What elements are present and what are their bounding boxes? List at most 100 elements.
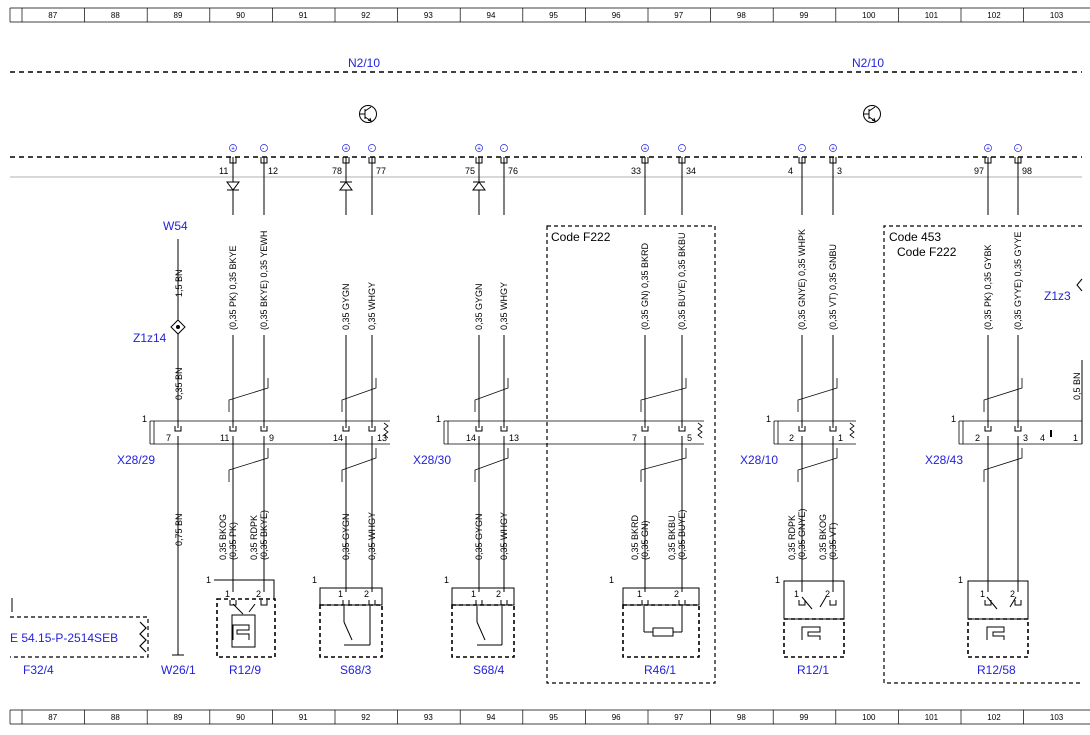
polarity-label: -: [370, 146, 373, 153]
ruler-number: 87: [48, 713, 57, 722]
ruler-number: 100: [862, 713, 876, 722]
ruler-number: 88: [111, 713, 120, 722]
module-pin-mark: [342, 157, 350, 164]
connector-pin-label: 9: [269, 433, 274, 443]
wire-label: 0,35 GYGN: [474, 513, 484, 560]
wire-label: (0,35 GN) 0,35 BKRD: [640, 242, 650, 330]
connector-pin-mark: [260, 426, 268, 432]
polarity-icon: [342, 144, 350, 152]
polarity-icon: [1014, 144, 1022, 152]
component-pin-label: 2: [364, 589, 369, 599]
polarity-icon: [500, 144, 508, 152]
wire-label: 0,35 GYGN: [474, 283, 484, 330]
polarity-label: +: [477, 146, 481, 153]
ruler-number: 92: [361, 713, 370, 722]
code-f222-box: [546, 225, 716, 684]
component-label: R12/1: [797, 663, 829, 677]
ruler-number: 101: [925, 11, 939, 20]
component-pin-one: 1: [958, 575, 963, 585]
module-pin-mark: [229, 157, 237, 164]
wire: [984, 157, 992, 592]
component-pin-label: 2: [256, 589, 261, 599]
module-label-left: N2/10: [348, 56, 380, 70]
heater-element-icon: [214, 579, 276, 658]
code-f222-label-2: Code F222: [897, 245, 957, 259]
ground-wire: [172, 239, 184, 656]
shield-mark-icon: [228, 378, 269, 482]
component-pin-label: 1: [980, 589, 985, 599]
connector-pin-mark: [342, 426, 350, 432]
connector-pin-label: 1: [1073, 433, 1078, 443]
wire-label: 0,35 WHGY: [367, 282, 377, 330]
connector-strip-x28-30: [443, 420, 704, 445]
ruler-number: 94: [487, 11, 496, 20]
connector-label-x28-10: X28/10: [740, 453, 778, 467]
wire-label: (0,35 BUYE): [677, 509, 687, 560]
connector-strip-x28-29: [149, 420, 390, 445]
heater-element-icon: [783, 580, 845, 658]
wire-label: 0,5 BN: [1072, 372, 1082, 400]
wire: [500, 157, 508, 592]
wire-label: 0,35 WHGY: [499, 512, 509, 560]
connector-pin-label: 7: [166, 433, 171, 443]
wire-label: (0,35 BKYE) 0,35 YEWH: [259, 231, 269, 330]
polarity-icon: [641, 144, 649, 152]
polarity-icon: [829, 144, 837, 152]
module-pin-mark: [798, 157, 806, 164]
wire: [260, 157, 268, 592]
code-453-label: Code 453: [889, 230, 941, 244]
wire-label: 0,35 GYGN: [341, 283, 351, 330]
ruler-number: 93: [424, 713, 433, 722]
f32-component: [10, 598, 149, 658]
module-pin-mark: [500, 157, 508, 164]
connector-pin-one: 1: [951, 414, 956, 424]
wire-label: 1,5 BN: [174, 269, 184, 297]
connector-pin-label: 5: [687, 433, 692, 443]
wire-label: (0,35 PK) 0,35 GYBK: [983, 244, 993, 330]
connector-pin-mark: [1050, 430, 1052, 437]
wire-label: (0,35 GNYE) 0,35 WHPK: [797, 229, 807, 330]
connector-pin-label: 1: [838, 433, 843, 443]
ruler-number: 90: [236, 11, 245, 20]
component-pin-mark: [260, 600, 268, 606]
connector-pin-mark: [984, 426, 992, 432]
ruler-top-frame: [9, 7, 1090, 23]
connector-pin-mark: [229, 426, 237, 432]
heater-element-icon: [967, 580, 1029, 658]
connector-pin-mark: [641, 426, 649, 432]
component-pin-mark: [798, 600, 806, 606]
component-label: S68/3: [340, 663, 372, 677]
wire: [1014, 157, 1022, 592]
wire-label: (0,35 PK) 0,35 BKYE: [228, 245, 238, 330]
shield-mark-icon: [797, 378, 838, 482]
splice-label-z1z14: Z1z14: [133, 331, 167, 345]
ruler-number: 97: [674, 713, 683, 722]
module-pin-mark: [475, 157, 483, 164]
resistor-end-icon: [383, 422, 855, 439]
switch-icon: [319, 587, 383, 658]
connector-strip-x28-10: [773, 420, 856, 445]
splice-label-z1z3: Z1z3: [1044, 289, 1071, 303]
code-f222-label: Code F222: [551, 230, 611, 244]
polarity-label: -: [262, 146, 265, 153]
module-pin-label: 11: [219, 166, 228, 176]
ruler-number: 99: [800, 11, 809, 20]
wire-label: 0,35 BKRD: [630, 514, 640, 560]
component-pin-one: 1: [609, 575, 614, 585]
polarity-icon: [229, 144, 237, 152]
ruler-number: 99: [800, 713, 809, 722]
transistor-icon: [863, 105, 881, 123]
ground-label-w26: W26/1: [161, 663, 196, 677]
ruler-number: 101: [925, 713, 939, 722]
connector-pin-one: 1: [766, 414, 771, 424]
ruler-number: 89: [174, 713, 183, 722]
component-label: S68/4: [473, 663, 505, 677]
component-pin-label: 2: [825, 589, 830, 599]
polarity-label: -: [502, 146, 505, 153]
component-pin-label: 1: [225, 589, 230, 599]
connector-pin-label: 14: [333, 433, 343, 443]
polarity-label: +: [643, 146, 647, 153]
